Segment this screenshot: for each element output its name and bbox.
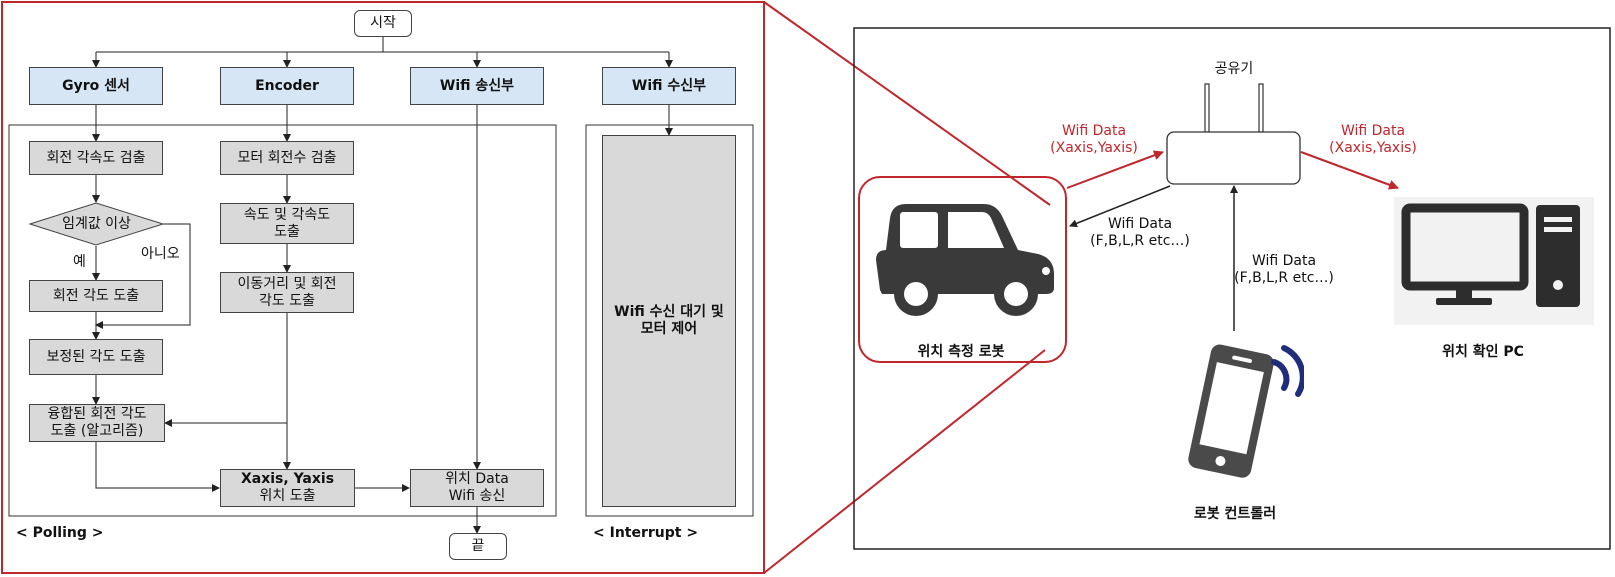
rot-angle-label: 회전 각도 도출 <box>52 287 140 304</box>
cmd-ctrl-line1: Wifi Data <box>1251 253 1317 269</box>
fused-angle-step: 융합된 회전 각도 도출 (알고리즘) <box>29 404 165 442</box>
cmd-ctrl-line2: (F,B,L,R etc…) <box>1234 270 1334 286</box>
data-left-label: Wifi Data (Xaxis,Yaxis) <box>1044 123 1144 157</box>
xy-position-step: Xaxis, Yaxis 위치 도출 <box>220 469 355 507</box>
encoder-block: Encoder <box>220 67 354 105</box>
polling-caption: < Polling > <box>16 525 104 541</box>
wifi-tx-label: Wifi 송신부 <box>439 77 515 94</box>
fused-line2: 도출 (알고리즘) <box>50 423 144 439</box>
no-label: 아니오 <box>141 246 180 262</box>
xy-line1: Xaxis, Yaxis <box>240 471 335 487</box>
corrected-angle-step: 보정된 각도 도출 <box>29 339 163 375</box>
dist-line1: 이동거리 및 회전 <box>237 275 337 292</box>
zoom-line-top <box>763 1 1051 206</box>
car-icon <box>876 204 1054 316</box>
polling-frame <box>8 124 557 517</box>
wait-line2: 모터 제어 <box>640 321 698 337</box>
data-right-label: Wifi Data (Xaxis,Yaxis) <box>1323 123 1423 157</box>
cmd-ctrl-label: Wifi Data (F,B,L,R etc…) <box>1229 253 1339 287</box>
threshold-label: 임계값 이상 <box>62 215 131 232</box>
pos-line1: 위치 Data <box>445 471 509 487</box>
angular-velocity-step: 회전 각속도 검출 <box>29 141 163 175</box>
yes-label: 예 <box>73 254 86 270</box>
motor-revolution-step: 모터 회전수 검출 <box>220 141 354 175</box>
data-left-line2: (Xaxis,Yaxis) <box>1050 140 1138 156</box>
speed-line2: 도출 <box>274 223 300 240</box>
router-label: 공유기 <box>1214 61 1254 77</box>
pc-label: 위치 확인 PC <box>1442 344 1524 360</box>
wifi-tx-block: Wifi 송신부 <box>410 67 544 105</box>
start-label: 시작 <box>370 15 396 31</box>
end-label: 끝 <box>471 538 485 554</box>
motor-rev-label: 모터 회전수 검출 <box>237 149 337 166</box>
wifi-wait-step: Wifi 수신 대기 및 모터 제어 <box>602 135 736 507</box>
data-right-line2: (Xaxis,Yaxis) <box>1329 140 1417 156</box>
gyro-label: Gyro 센서 <box>62 77 130 94</box>
end-terminal: 끝 <box>449 533 507 560</box>
data-left-line1: Wifi Data <box>1061 123 1127 139</box>
zoom-frame <box>1 1 765 574</box>
wifi-rx-label: Wifi 수신부 <box>631 77 707 94</box>
robot-frame <box>858 176 1067 363</box>
speed-step: 속도 및 각속도 도출 <box>220 203 354 244</box>
wifi-rx-block: Wifi 수신부 <box>602 67 736 105</box>
system-frame <box>853 27 1611 550</box>
zoom-line-bottom <box>763 349 1046 574</box>
rotation-angle-step: 회전 각도 도출 <box>29 280 163 312</box>
cmd-robot-label: Wifi Data (F,B,L,R etc…) <box>1085 216 1195 250</box>
threshold-decision <box>29 202 164 246</box>
smartphone-icon <box>1188 344 1304 478</box>
wait-line1: Wifi 수신 대기 및 <box>614 304 724 320</box>
desktop-pc-icon <box>1394 197 1594 325</box>
angvel-label: 회전 각속도 검출 <box>46 149 146 166</box>
corrected-label: 보정된 각도 도출 <box>46 348 146 365</box>
distance-step: 이동거리 및 회전 각도 도출 <box>220 272 354 313</box>
cmd-robot-line2: (F,B,L,R etc…) <box>1090 233 1190 249</box>
controller-label: 로봇 컨트롤러 <box>1193 506 1277 522</box>
interrupt-caption: < Interrupt > <box>593 525 699 541</box>
encoder-label: Encoder <box>255 77 319 94</box>
start-terminal: 시작 <box>354 10 412 37</box>
pos-line2: Wifi 송신 <box>448 488 506 504</box>
position-send-step: 위치 Data Wifi 송신 <box>410 469 544 507</box>
dist-line2: 각도 도출 <box>259 292 315 309</box>
robot-label: 위치 측정 로봇 <box>917 344 1005 360</box>
router-icon <box>1166 83 1301 185</box>
threshold-text-wrap: 임계값 이상 <box>29 202 164 246</box>
fused-line1: 융합된 회전 각도 <box>47 406 147 422</box>
xy-line2: 위치 도출 <box>259 488 316 504</box>
gyro-sensor-block: Gyro 센서 <box>29 67 163 105</box>
data-right-line1: Wifi Data <box>1340 123 1406 139</box>
cmd-robot-line1: Wifi Data <box>1107 216 1173 232</box>
speed-line1: 속도 및 각속도 <box>243 206 331 223</box>
